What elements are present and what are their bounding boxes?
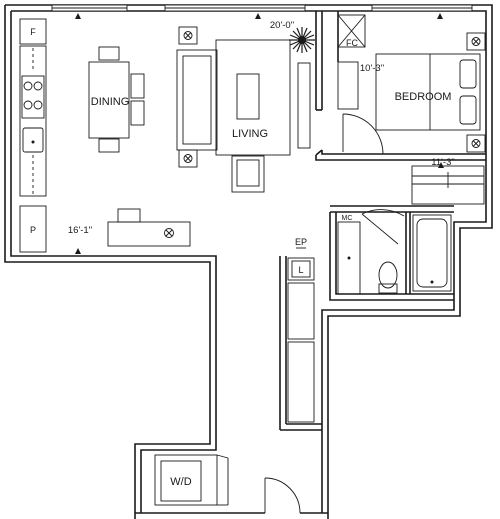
bedroom-depth-dimension: 11'-3" [431,157,455,168]
laundry-label: W/D [170,476,191,488]
stove-icon [21,75,45,119]
heating-unit-icon [178,149,198,168]
closet-label: FC [346,38,358,48]
bedroom-width-dimension: 10'-3" [360,63,384,74]
heating-unit-icon [178,26,198,45]
interior-walls [279,11,486,431]
vanity [337,221,361,295]
medicine-cabinet-label: MC [342,215,353,222]
heating-unit-icon [164,228,174,238]
living-furniture [176,26,315,193]
bed [375,32,486,153]
sink-icon [22,127,44,153]
bathroom-fixtures: MC [337,209,452,295]
laundry: W/D [154,454,229,506]
bedroom-door [342,113,384,155]
fridge-label: F [30,27,36,37]
electrical-panel-label: EP [295,237,307,247]
pantry-label: P [30,225,36,235]
linen-closet: L [287,257,315,281]
plant-icon [289,27,315,53]
pantry [19,205,47,253]
windows [51,4,473,19]
bedroom-label: BEDROOM [395,91,452,103]
closet [337,14,366,48]
living-label: LIVING [232,128,268,140]
entry-door [264,477,301,514]
heating-unit-icon [466,134,486,153]
dining-label: DINING [91,96,130,108]
dining-set [88,46,145,153]
fridge [19,18,47,45]
bathtub [412,214,452,292]
linen-label: L [298,265,303,275]
exterior-walls [4,4,493,519]
dining-depth-dimension: 16'-1" [68,225,92,236]
kitchen-counter: F P [19,18,47,253]
toilet-icon [378,261,398,294]
heating-unit-icon [466,32,486,51]
wardrobe [411,162,485,205]
living-width-dimension: 20'-0" [270,20,294,31]
kitchen-island [107,208,191,247]
